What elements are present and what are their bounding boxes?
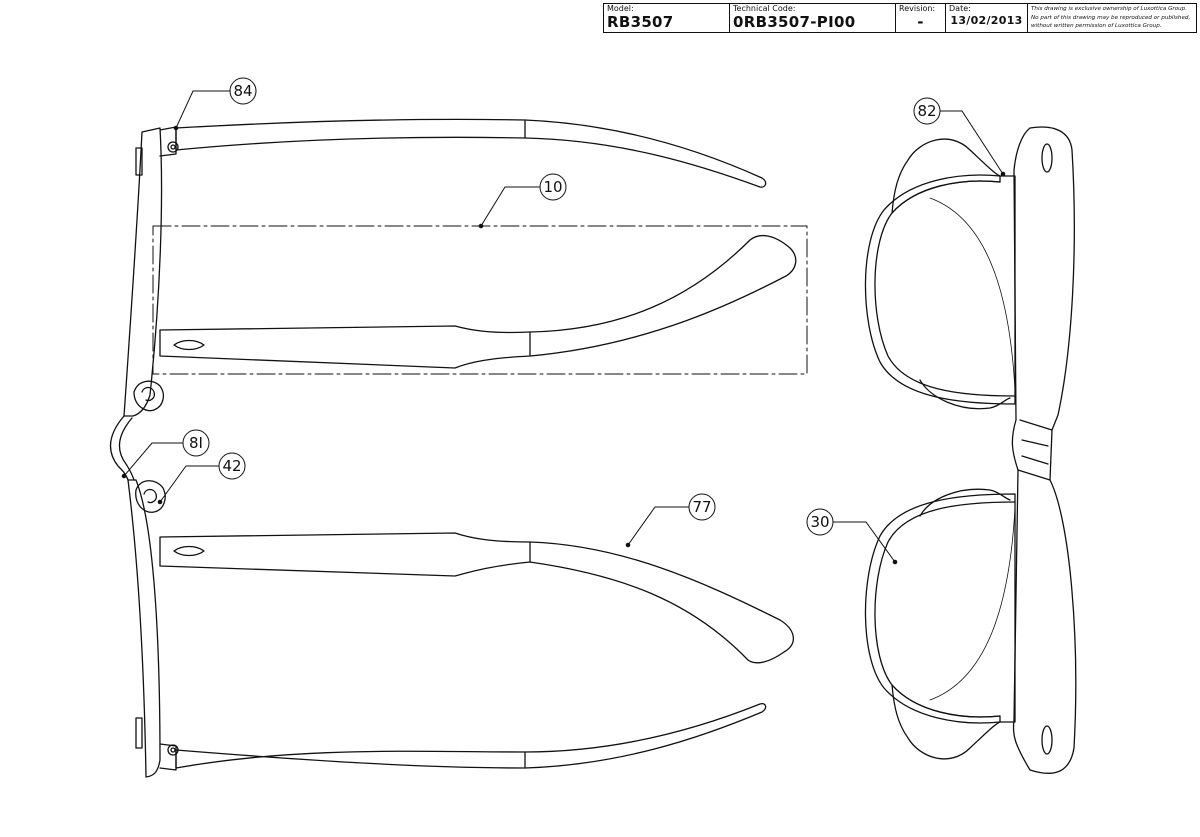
ownership-note: This drawing is exclusive ownership of L…	[1031, 5, 1194, 31]
title-block: Model: RB3507 Technical Code: 0RB3507-PI…	[603, 3, 1197, 33]
hinge-screw-top	[167, 141, 179, 153]
temple-top-view-lower	[175, 702, 767, 769]
temple-top-view-upper	[175, 118, 767, 188]
front-view-frame	[1011, 126, 1077, 774]
callout-42: 42	[157, 452, 246, 505]
ownership-line-1: This drawing is exclusive ownership of L…	[1031, 6, 1188, 12]
technical-code-label: Technical Code:	[733, 4, 796, 13]
nose-pad-lower	[135, 480, 166, 513]
browline-lower	[891, 684, 1001, 760]
frame-front-top-view	[123, 126, 177, 778]
date-label: Date:	[949, 4, 971, 13]
date-cell: Date: 13/02/2013	[946, 4, 1028, 32]
callout-30-label: 30	[810, 513, 829, 531]
browline-upper	[891, 138, 1001, 214]
temple-side-view-detail	[159, 234, 797, 369]
callout-77-label: 77	[692, 498, 711, 516]
technical-code-value: 0RB3507-PI00	[733, 13, 856, 31]
bridge-top-view	[109, 415, 135, 481]
callout-30: 30	[806, 508, 898, 565]
callout-77: 77	[625, 493, 716, 548]
callout-84: 84	[173, 77, 257, 131]
callout-8I-label: 8I	[189, 434, 203, 452]
temple-side-view-lower	[159, 532, 794, 664]
callout-84-label: 84	[233, 82, 252, 100]
callout-8I: 8I	[121, 429, 210, 479]
front-view-nose-pad-lower	[919, 488, 1011, 517]
nose-pad-upper	[133, 380, 165, 412]
revision-label: Revision:	[899, 4, 936, 13]
callout-10-label: 10	[543, 178, 562, 196]
model-cell: Model: RB3507	[604, 4, 730, 32]
lens-lower	[864, 493, 1016, 724]
ownership-line-3: without written permission of Luxottica …	[1031, 23, 1162, 30]
callout-10: 10	[478, 173, 567, 229]
date-value: 13/02/2013	[950, 14, 1023, 27]
ownership-cell: This drawing is exclusive ownership of L…	[1028, 4, 1196, 32]
callout-82-label: 82	[917, 102, 936, 120]
revision-cell: Revision: -	[896, 4, 946, 32]
callout-82: 82	[913, 97, 1006, 177]
detail-box	[152, 225, 808, 375]
model-value: RB3507	[607, 13, 674, 31]
lens-upper	[864, 174, 1016, 405]
model-label: Model:	[607, 4, 634, 13]
technical-code-cell: Technical Code: 0RB3507-PI00	[730, 4, 896, 32]
ownership-line-2: No part of this drawing may be reproduce…	[1031, 14, 1191, 21]
front-view-nose-pad-upper	[919, 379, 1011, 410]
revision-value: -	[917, 13, 924, 31]
callout-42-label: 42	[222, 457, 241, 475]
